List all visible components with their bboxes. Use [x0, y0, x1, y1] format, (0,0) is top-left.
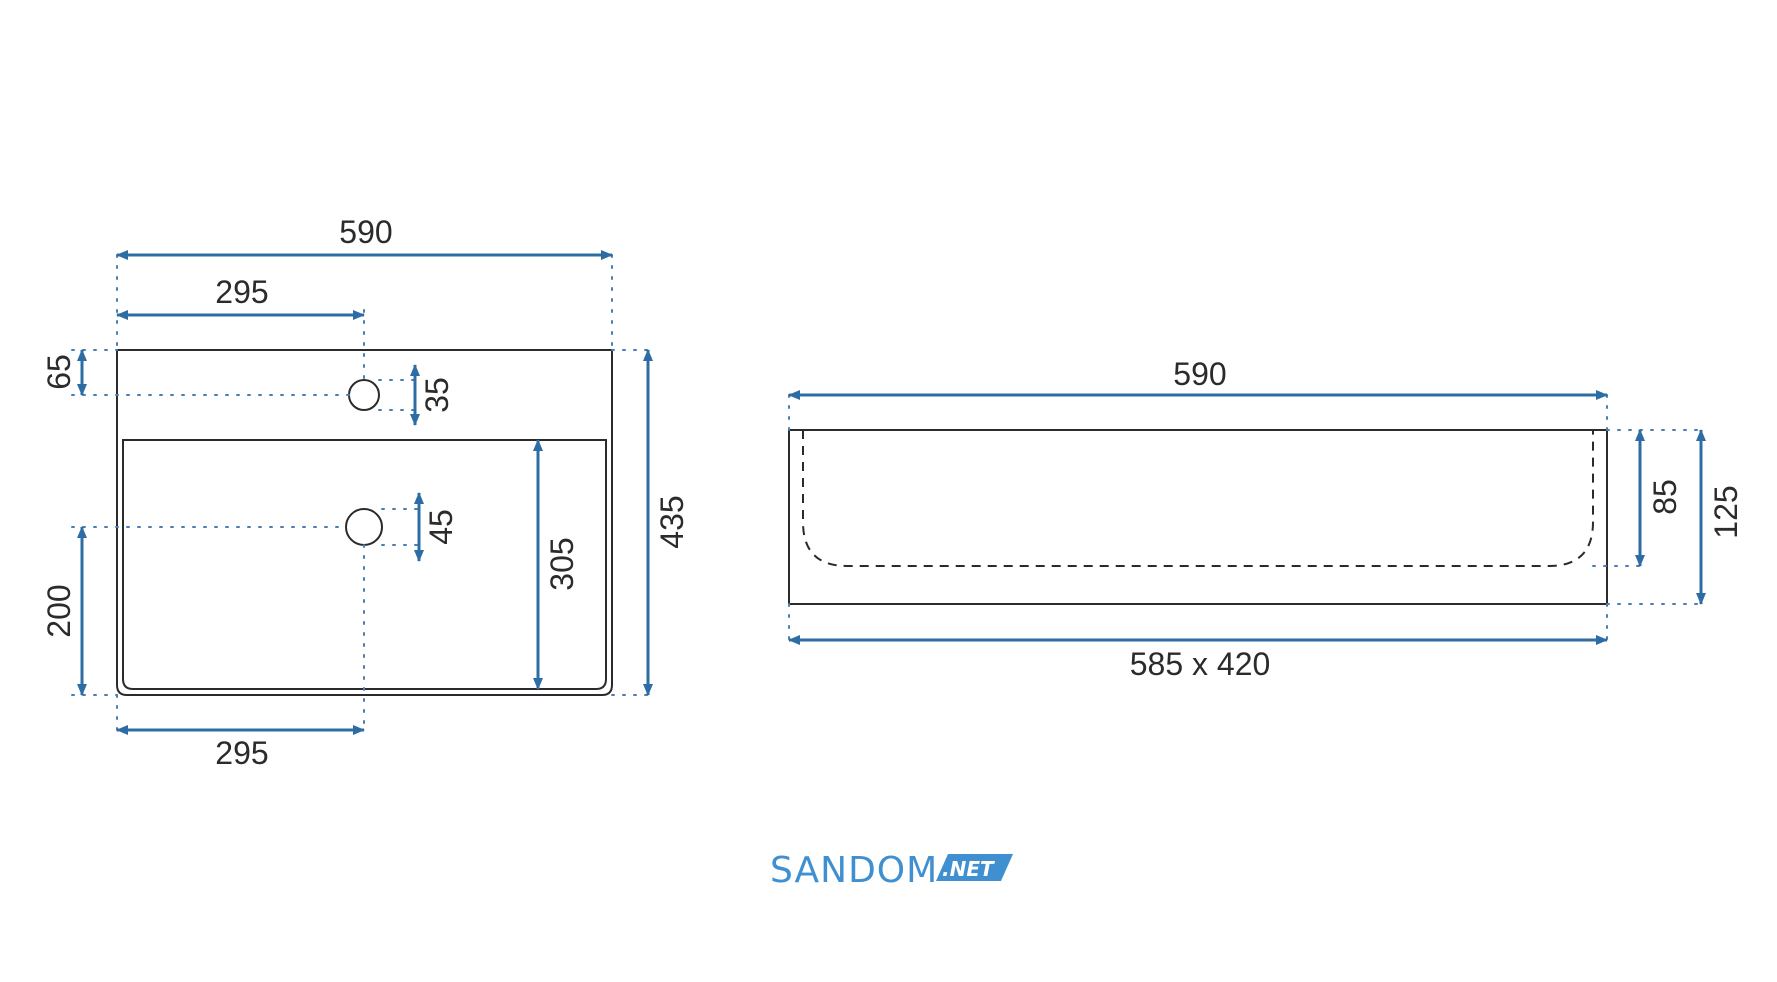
logo-brand-text: SANDOM [770, 850, 938, 891]
dim-label-585x420: 585 x 420 [1130, 646, 1271, 682]
top-view: 590 295 295 65 35 45 200 305 435 [41, 214, 690, 771]
inner-bowl-hidden-line [802, 430, 1594, 567]
dim-label-295-top: 295 [215, 274, 268, 310]
dim-label-435: 435 [654, 495, 690, 548]
sandom-logo: SANDOM .NET [770, 850, 1013, 891]
dim-label-125: 125 [1708, 485, 1744, 538]
dim-label-35: 35 [419, 377, 455, 413]
logo-tld-text: .NET [942, 857, 995, 881]
dim-label-305: 305 [544, 537, 580, 590]
dim-label-590: 590 [339, 214, 392, 250]
extension-lines [71, 254, 656, 731]
basin-outline [116, 349, 613, 696]
bowl-outline [122, 439, 607, 690]
dim-label-45: 45 [423, 509, 459, 545]
dim-label-85: 85 [1647, 479, 1683, 515]
tap-hole [348, 379, 380, 411]
dim-label-590-side: 590 [1173, 356, 1226, 392]
side-body-outline [788, 429, 1608, 605]
dim-label-295-bottom: 295 [215, 735, 268, 771]
logo-net-badge [936, 854, 1013, 881]
dim-label-200: 200 [41, 584, 77, 637]
side-view: 590 585 x 420 85 125 [788, 356, 1744, 682]
drain-hole [345, 508, 383, 546]
dim-label-65: 65 [41, 354, 77, 390]
